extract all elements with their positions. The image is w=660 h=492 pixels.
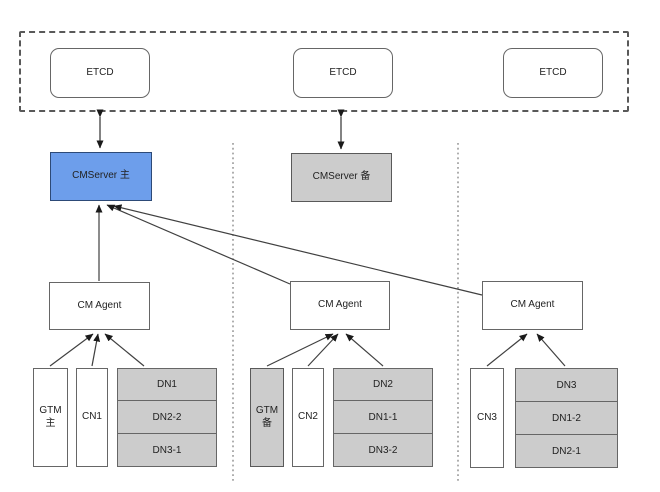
etcd-node-1: ETCD (50, 48, 150, 98)
dn-stack-2: DN2 DN1-1 DN3-2 (333, 368, 433, 467)
edge-dn3-agent3 (536, 333, 566, 367)
cm-agent-2-label: CM Agent (318, 299, 362, 311)
cm-agent-1-label: CM Agent (77, 299, 122, 311)
cmserver-primary: CMServer 主 (50, 152, 152, 201)
dn3-label: DN3 (556, 379, 577, 391)
cn2-node: CN2 (292, 368, 324, 467)
dn-stack-1: DN1 DN2-2 DN3-1 (117, 368, 217, 467)
cn3-node: CN3 (470, 368, 504, 468)
edge-cn2-agent2 (307, 333, 339, 367)
dn-primary-1: DN1 (117, 368, 217, 401)
dn1-label: DN1 (156, 379, 177, 390)
edge-cn3-agent3 (486, 333, 528, 367)
cmserver-standby: CMServer 备 (291, 153, 392, 202)
cm-agent-2: CM Agent (290, 281, 390, 330)
dn-primary-2: DN2 (333, 368, 433, 401)
dn-standby: DN3-1 (117, 434, 217, 467)
gtm-primary: GTM 主 (33, 368, 68, 467)
cmserver-primary-label: CMServer 主 (72, 170, 130, 182)
edge-gtm1-agent1 (49, 333, 94, 367)
dn3-2-label: DN3-2 (368, 444, 398, 456)
dn1-2-label: DN1-2 (552, 412, 581, 424)
cm-agent-3-label: CM Agent (510, 299, 555, 311)
dn-stack-3: DN3 DN1-2 DN2-1 (515, 368, 618, 468)
dn2-1-label: DN2-1 (552, 445, 581, 457)
gtm-standby-label: GTM 备 (255, 405, 279, 429)
edge-agent2-cmserver (106, 204, 291, 285)
cn1-label: CN1 (81, 411, 102, 423)
dn-standby: DN2-1 (515, 435, 618, 468)
gtm-standby: GTM 备 (250, 368, 284, 467)
dn3-1-label: DN3-1 (152, 444, 182, 456)
gtm-primary-label: GTM 主 (39, 405, 62, 429)
dn-standby: DN2-2 (117, 401, 217, 434)
etcd-node-2: ETCD (293, 48, 393, 98)
cm-agent-3: CM Agent (482, 281, 583, 330)
cmserver-standby-label: CMServer 备 (312, 171, 371, 183)
cn1-node: CN1 (76, 368, 108, 467)
edge-cn1-agent1 (91, 333, 101, 367)
dn2-label: DN2 (372, 379, 393, 390)
etcd-node-3: ETCD (503, 48, 603, 98)
dn-standby: DN1-1 (333, 401, 433, 434)
edge-dn2-agent2 (345, 333, 384, 367)
dn2-2-label: DN2-2 (152, 411, 182, 423)
cn2-label: CN2 (297, 411, 318, 423)
cn3-label: CN3 (476, 411, 497, 423)
dn-standby: DN1-2 (515, 402, 618, 435)
dn-primary-3: DN3 (515, 368, 618, 402)
etcd-node-1-label: ETCD (86, 66, 114, 78)
edge-gtm2-agent2 (266, 333, 334, 367)
etcd-node-3-label: ETCD (539, 66, 567, 78)
cm-agent-1: CM Agent (49, 282, 150, 330)
edge-dn1-agent1 (104, 333, 145, 367)
dn1-1-label: DN1-1 (368, 411, 398, 423)
etcd-node-2-label: ETCD (329, 66, 357, 78)
dn-standby: DN3-2 (333, 434, 433, 467)
